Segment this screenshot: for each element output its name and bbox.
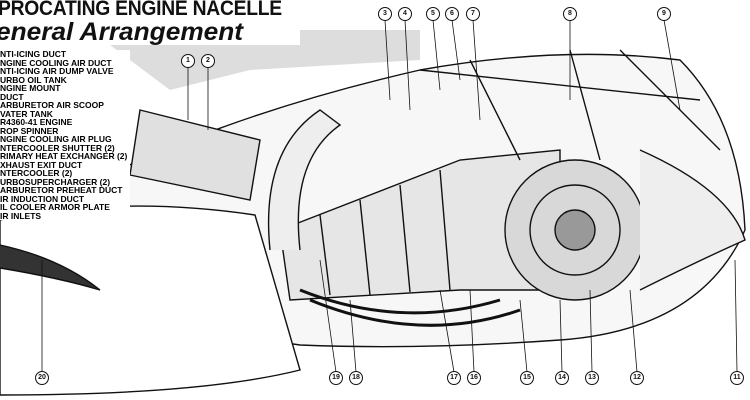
callout-marker: 6 — [445, 7, 459, 21]
legend-item: NTI-ICING DUCT — [0, 49, 67, 59]
callout-marker: 20 — [35, 371, 49, 385]
callout-marker: 7 — [466, 7, 480, 21]
callout-marker: 15 — [520, 371, 534, 385]
callout-marker: 11 — [730, 371, 744, 385]
legend-item: URBO OIL TANK — [0, 74, 67, 85]
callout-marker: 18 — [349, 371, 363, 385]
legend-list: NTI-ICING DUCT NGINE COOLING AIR DUCT NT… — [0, 49, 131, 221]
callout-marker: 1 — [181, 54, 195, 68]
legend-item: R4360-41 ENGINE — [0, 117, 73, 127]
callout-marker: 3 — [378, 7, 392, 21]
legend-item: IR INDUCTION DUCT — [0, 193, 85, 204]
legend-item: NTI-ICING AIR DUMP VALVE — [0, 66, 114, 76]
legend-item: RIMARY HEAT EXCHANGER (2) — [0, 151, 128, 161]
legend-item: XHAUST EXIT DUCT — [0, 159, 83, 170]
legend-item: IL COOLER ARMOR PLATE — [0, 202, 110, 212]
callout-marker: 12 — [630, 371, 644, 385]
legend-item: IR INLETS — [0, 210, 42, 221]
legend-item: ROP SPINNER — [0, 125, 59, 136]
callout-marker: 13 — [585, 371, 599, 385]
legend-item: DUCT — [0, 91, 24, 102]
legend-item: URBOSUPERCHARGER (2) — [0, 176, 111, 187]
callout-marker: 5 — [426, 7, 440, 21]
callout-marker: 9 — [657, 7, 671, 21]
callout-marker: 14 — [555, 371, 569, 385]
legend-item: NTERCOOLER SHUTTER (2) — [0, 142, 115, 153]
legend-item: ARBURETOR PREHEAT DUCT — [0, 185, 123, 195]
callout-marker: 8 — [563, 7, 577, 21]
callout-marker: 17 — [447, 371, 461, 385]
legend-item: ARBURETOR AIR SCOOP — [0, 100, 104, 110]
diagram-title: PROCATING ENGINE NACELLE — [0, 0, 282, 20]
callout-marker: 16 — [467, 371, 481, 385]
callout-marker: 19 — [329, 371, 343, 385]
callout-marker: 2 — [201, 54, 215, 68]
legend-item: NGINE COOLING AIR DUCT — [0, 57, 112, 68]
legend-item: VATER TANK — [0, 108, 53, 119]
legend-item: NGINE COOLING AIR PLUG — [0, 134, 112, 144]
diagram-subtitle: eneral Arrangement — [0, 18, 244, 46]
legend-item: NTERCOOLER (2) — [0, 168, 73, 178]
legend-item: NGINE MOUNT — [0, 83, 61, 93]
callout-marker: 4 — [398, 7, 412, 21]
